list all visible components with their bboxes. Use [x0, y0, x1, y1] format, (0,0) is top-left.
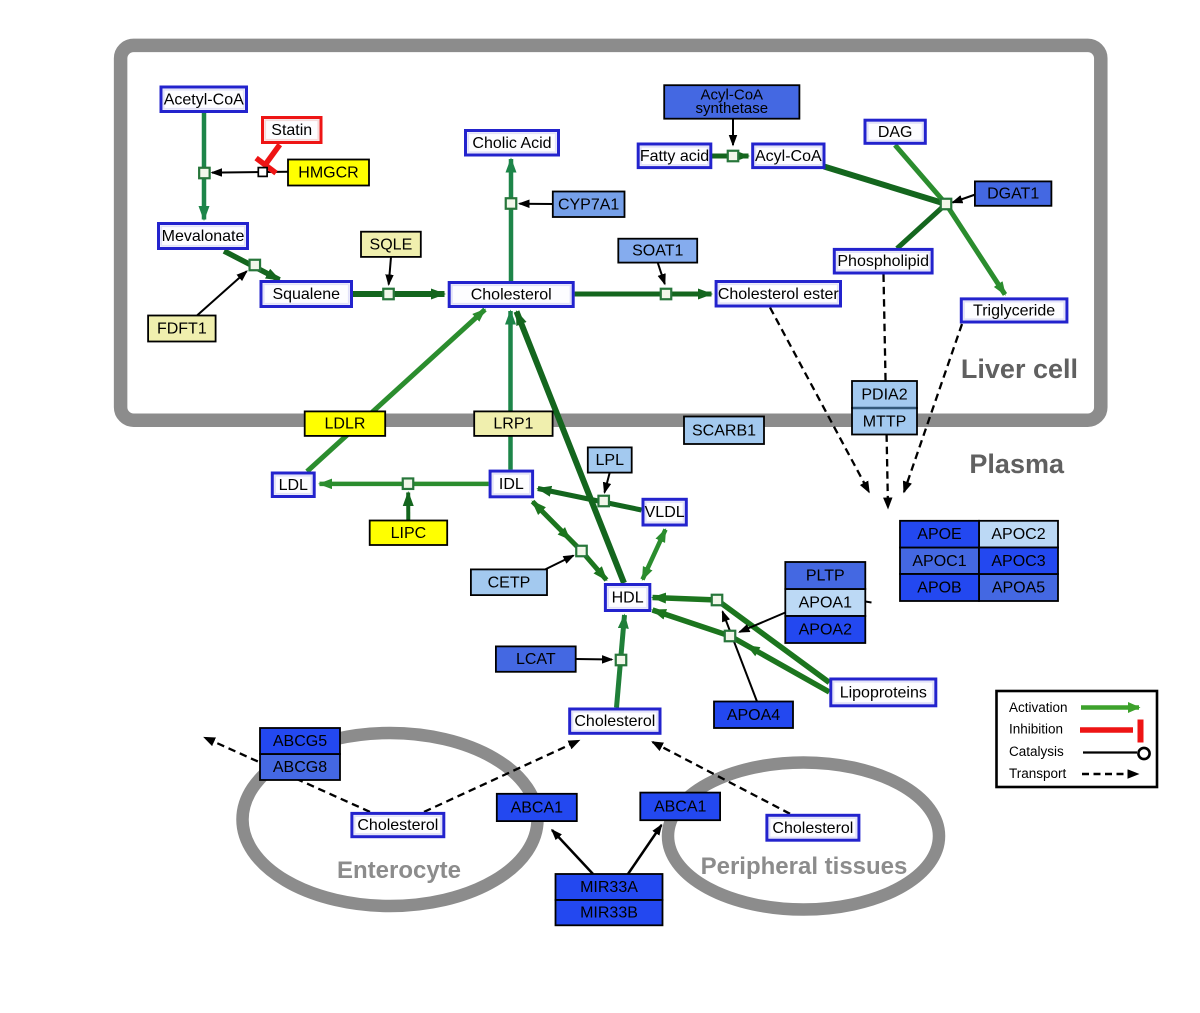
svg-text:Lipoproteins: Lipoproteins [840, 684, 927, 701]
svg-text:LDLR: LDLR [324, 416, 365, 433]
svg-text:APOA1: APOA1 [799, 595, 852, 612]
svg-text:synthetase: synthetase [696, 100, 769, 117]
svg-text:SCARB1: SCARB1 [692, 422, 756, 439]
svg-text:Acetyl-CoA: Acetyl-CoA [164, 91, 244, 108]
svg-text:LPL: LPL [596, 452, 625, 469]
svg-text:Cholesterol: Cholesterol [574, 713, 655, 730]
svg-text:Statin: Statin [271, 122, 312, 139]
svg-text:DGAT1: DGAT1 [987, 186, 1039, 203]
svg-text:LRP1: LRP1 [493, 416, 533, 433]
svg-text:PDIA2: PDIA2 [861, 387, 907, 404]
svg-text:VLDL: VLDL [645, 504, 685, 521]
svg-text:CYP7A1: CYP7A1 [558, 196, 619, 213]
svg-text:APOC3: APOC3 [991, 553, 1045, 570]
svg-text:APOA4: APOA4 [727, 707, 780, 724]
svg-text:HDL: HDL [612, 590, 644, 607]
svg-text:Enterocyte: Enterocyte [337, 857, 461, 884]
svg-text:Triglyceride: Triglyceride [973, 302, 1055, 319]
svg-text:Activation: Activation [1009, 700, 1068, 715]
svg-text:Cholesterol: Cholesterol [357, 817, 438, 834]
svg-text:ABCA1: ABCA1 [654, 798, 707, 815]
svg-text:Plasma: Plasma [969, 449, 1065, 479]
svg-text:DAG: DAG [878, 124, 913, 141]
svg-text:APOC1: APOC1 [912, 553, 966, 570]
svg-text:LCAT: LCAT [516, 651, 556, 668]
svg-text:SOAT1: SOAT1 [632, 243, 683, 260]
svg-text:MTTP: MTTP [863, 413, 907, 430]
svg-text:Acyl-CoA: Acyl-CoA [701, 87, 764, 104]
svg-text:Phospholipid: Phospholipid [837, 253, 929, 270]
svg-text:APOB: APOB [917, 580, 961, 597]
svg-text:Acyl-CoA: Acyl-CoA [755, 148, 822, 165]
svg-text:HMGCR: HMGCR [298, 165, 358, 182]
svg-text:LIPC: LIPC [391, 525, 427, 542]
svg-text:PLTP: PLTP [806, 568, 845, 585]
svg-text:Cholesterol: Cholesterol [772, 820, 853, 837]
svg-text:Catalysis: Catalysis [1009, 744, 1064, 759]
svg-text:Mevalonate: Mevalonate [162, 228, 245, 245]
svg-text:ABCA1: ABCA1 [511, 799, 564, 816]
svg-text:APOA2: APOA2 [799, 622, 852, 639]
svg-text:MIR33B: MIR33B [580, 905, 638, 922]
svg-text:ABCG5: ABCG5 [273, 733, 327, 750]
svg-text:LDL: LDL [279, 477, 308, 494]
svg-text:Cholesterol ester: Cholesterol ester [718, 286, 840, 303]
svg-text:MIR33A: MIR33A [580, 879, 638, 896]
svg-text:Peripheral tissues: Peripheral tissues [701, 853, 908, 880]
svg-text:Cholesterol: Cholesterol [471, 287, 552, 304]
svg-text:IDL: IDL [499, 476, 524, 493]
svg-text:Fatty acid: Fatty acid [640, 148, 709, 165]
svg-text:FDFT1: FDFT1 [157, 321, 207, 338]
svg-text:CETP: CETP [488, 574, 531, 591]
svg-text:Liver cell: Liver cell [961, 354, 1078, 384]
svg-text:APOA5: APOA5 [992, 580, 1045, 597]
svg-text:Transport: Transport [1009, 766, 1067, 781]
svg-text:ABCG8: ABCG8 [273, 759, 327, 776]
svg-text:Inhibition: Inhibition [1009, 722, 1063, 737]
svg-text:Squalene: Squalene [272, 286, 340, 303]
svg-text:APOE: APOE [917, 526, 961, 543]
svg-text:SQLE: SQLE [370, 236, 413, 253]
svg-text:APOC2: APOC2 [991, 526, 1045, 543]
svg-text:Cholic Acid: Cholic Acid [472, 135, 551, 152]
